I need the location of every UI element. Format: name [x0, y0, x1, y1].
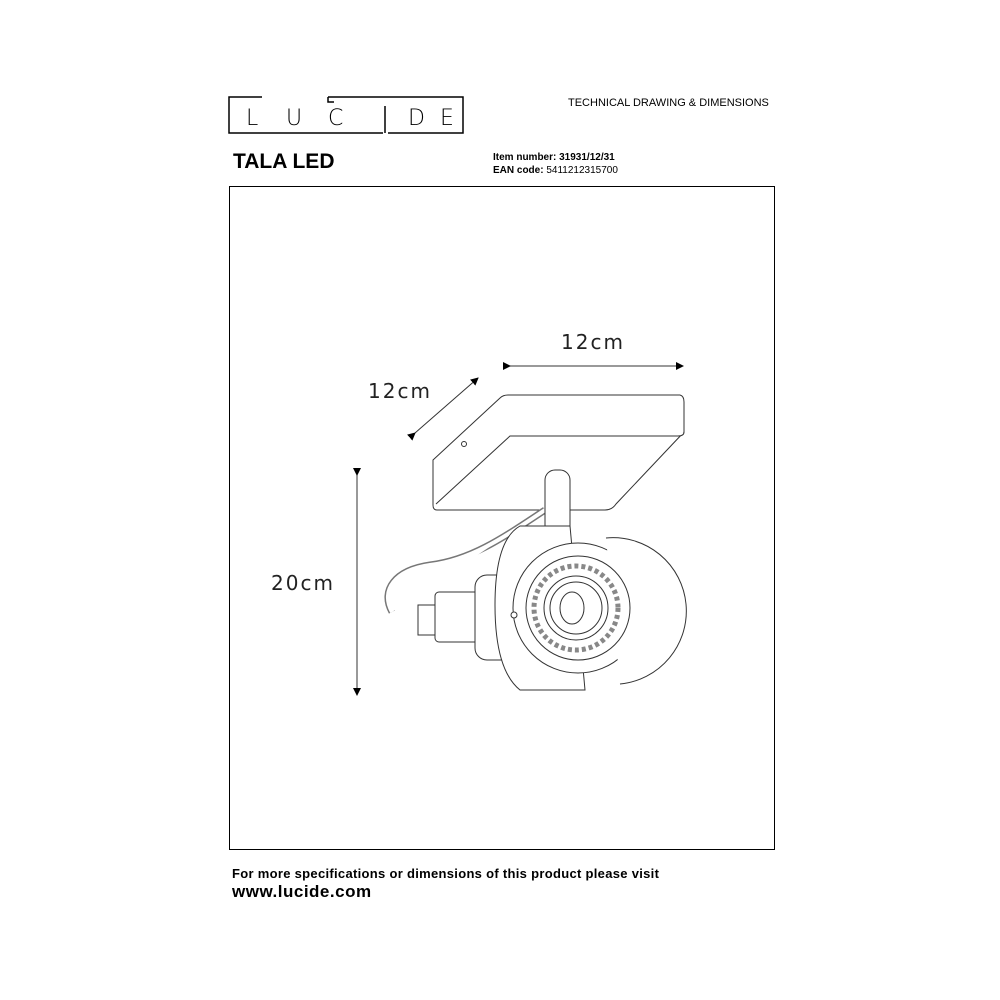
technical-drawing: 12cm 12cm 20cm	[271, 330, 687, 696]
product-name: TALA LED	[233, 150, 335, 173]
drawing-frame	[229, 186, 775, 850]
dimension-lines	[353, 362, 684, 696]
ean-label: EAN code:	[493, 165, 544, 176]
svg-text:E: E	[440, 106, 454, 131]
width-dimension: 12cm	[561, 330, 625, 354]
footer-text: For more specifications or dimensions of…	[232, 866, 660, 881]
lamp-illustration	[384, 394, 687, 691]
svg-text:L: L	[246, 106, 258, 131]
svg-text:C: C	[328, 106, 343, 131]
svg-text:U: U	[286, 106, 302, 131]
depth-dimension: 12cm	[368, 379, 432, 403]
document-type: TECHNICAL DRAWING & DIMENSIONS	[568, 97, 769, 109]
height-dimension: 20cm	[271, 571, 335, 595]
svg-text:D: D	[408, 106, 425, 131]
item-number-label: Item number:	[493, 152, 557, 163]
website-link[interactable]: www.lucide.com	[232, 882, 372, 901]
product-info: Item number: 31931/12/31 EAN code: 54112…	[493, 151, 618, 177]
ean-code: 5411212315700	[546, 165, 618, 176]
item-number: 31931/12/31	[559, 152, 615, 163]
